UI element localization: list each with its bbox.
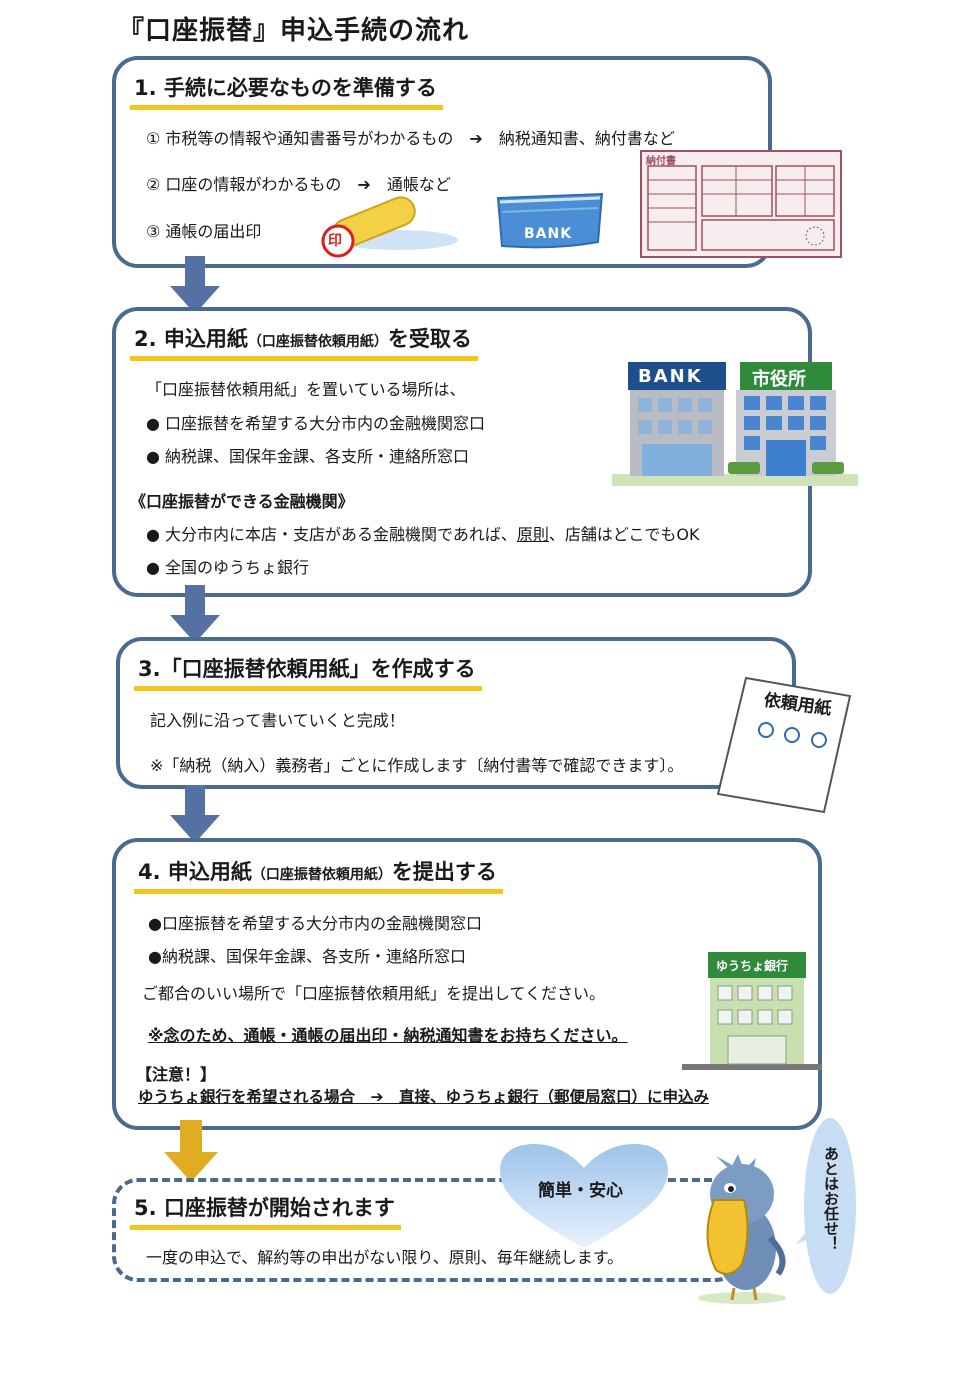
bankbook-illustration: BANK bbox=[494, 192, 606, 254]
arrow-down-1 bbox=[170, 256, 220, 318]
page-title: 『口座振替』申込手続の流れ bbox=[118, 16, 470, 46]
step-5-heading: 5. 口座振替が開始されます bbox=[130, 1192, 401, 1230]
step-4-bullet-1: ●口座振替を希望する大分市内の金融機関窓口 bbox=[148, 914, 482, 933]
payment-slip-text: 納付書 bbox=[646, 156, 676, 167]
step-4-bullet-2: ●納税課、国保年金課、各支所・連絡所窓口 bbox=[148, 947, 466, 966]
post-bank-illustration: ゆうちょ銀行 bbox=[682, 950, 822, 1072]
step-1-heading: 1. 手続に必要なものを準備する bbox=[130, 72, 443, 110]
step-1-item-2: ② 口座の情報がわかるもの ➔ 通帳など bbox=[146, 175, 451, 194]
step-3-line-1: 記入例に沿って書いていくと完成！ bbox=[150, 711, 405, 730]
step-2-heading: 2. 申込用紙（口座振替依頼用紙）を受取る bbox=[130, 323, 478, 361]
seal-stamp-text: 印 bbox=[328, 233, 342, 249]
step-3-heading: 3.「口座振替依頼用紙」を作成する bbox=[134, 653, 482, 691]
bank-cityhall-illustration: BANK 市役所 bbox=[612, 358, 858, 486]
step-4-heading-sub: （口座振替依頼用紙） bbox=[251, 867, 392, 883]
step-4-notice-title: 【注意！】 bbox=[136, 1065, 217, 1084]
payment-slip-illustration: 納付書 bbox=[640, 150, 842, 258]
step-1-item-3: ③ 通帳の届出印 bbox=[146, 222, 262, 241]
heart-badge-text: 簡単・安心 bbox=[538, 1181, 623, 1201]
step-4-line-4: ※念のため、通帳・通帳の届出印・納税通知書をお持ちください。 bbox=[148, 1026, 628, 1045]
bank-sign-text: BANK bbox=[638, 366, 703, 387]
step-2-heading-sub: （口座振替依頼用紙） bbox=[247, 334, 388, 350]
step-4-line-3: ご都合のいい場所で「口座振替依頼用紙」を提出してください。 bbox=[142, 984, 606, 1003]
step-2-bullet-3-text: ● 大分市内に本店・支店がある金融機関であれば、 bbox=[146, 525, 517, 544]
arrow-down-4 bbox=[164, 1120, 218, 1186]
arrow-down-3 bbox=[170, 785, 220, 847]
bankbook-text: BANK bbox=[524, 226, 573, 242]
step-4-box bbox=[112, 838, 822, 1130]
step-3-box bbox=[116, 637, 796, 789]
step-2-bullet-4: ● 全国のゆうちょ銀行 bbox=[146, 558, 310, 577]
step-4-notice-text: ゆうちょ銀行を希望される場合 ➔ 直接、ゆうちょ銀行（郵便局窓口）に申込み bbox=[138, 1088, 709, 1106]
shoebill-mascot-illustration bbox=[686, 1148, 796, 1304]
step-2-bullet-1: ● 口座振替を希望する大分市内の金融機関窓口 bbox=[146, 414, 486, 433]
step-2-heading-main: 2. 申込用紙 bbox=[134, 327, 248, 351]
heart-badge: 簡単・安心 bbox=[498, 1142, 670, 1252]
step-4-heading-main: 4. 申込用紙 bbox=[138, 860, 252, 884]
step-5-line-1: 一度の申込で、解約等の申出がない限り、原則、毎年継続します。 bbox=[146, 1248, 624, 1267]
speech-bubble-text: あとはお任せ！ bbox=[822, 1146, 840, 1251]
step-2-bullet-3: ● 大分市内に本店・支店がある金融機関であれば、原則、店舗はどこでもOK bbox=[146, 521, 700, 545]
step-4-heading-end: を提出する bbox=[391, 860, 497, 884]
step-3-line-2: ※「納税（納入）義務者」ごとに作成します〔納付書等で確認できます〕。 bbox=[150, 756, 684, 775]
request-form-illustration: 依頼用紙 bbox=[716, 676, 852, 814]
post-bank-sign-text: ゆうちょ銀行 bbox=[716, 959, 789, 973]
step-2-bullet-3-underlined: 原則 bbox=[516, 525, 549, 544]
city-hall-sign-text: 市役所 bbox=[752, 369, 806, 390]
speech-bubble: あとはお任せ！ bbox=[796, 1112, 858, 1302]
step-2-heading-end: を受取る bbox=[387, 327, 472, 351]
step-2-subheading: 《口座振替ができる金融機関》 bbox=[130, 492, 354, 511]
arrow-down-2 bbox=[170, 585, 220, 647]
step-4-heading: 4. 申込用紙（口座振替依頼用紙）を提出する bbox=[134, 856, 503, 894]
step-1-item-1: ① 市税等の情報や通知書番号がわかるもの ➔ 納税通知書、納付書など bbox=[146, 129, 675, 148]
step-2-bullet-2: ● 納税課、国保年金課、各支所・連絡所窓口 bbox=[146, 447, 470, 466]
step-2-bullet-3-tail: 、店舗はどこでもOK bbox=[548, 525, 700, 544]
step-2-intro: 「口座振替依頼用紙」を置いている場所は、 bbox=[146, 380, 466, 399]
seal-stamp-illustration: 印 bbox=[310, 196, 460, 258]
